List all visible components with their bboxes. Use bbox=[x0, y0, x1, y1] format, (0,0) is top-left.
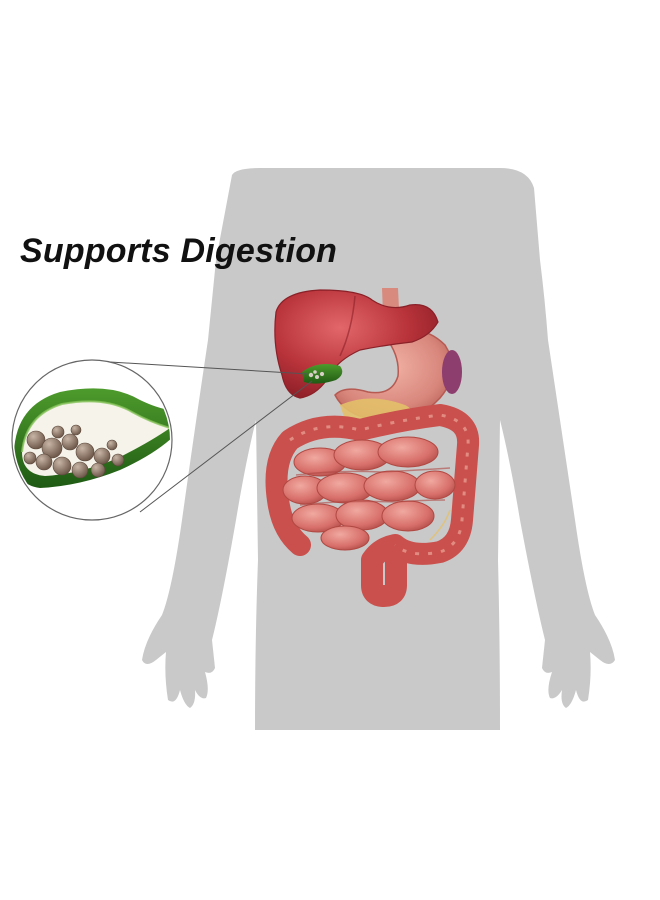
intestines-icon bbox=[265, 404, 480, 607]
gallstones-small bbox=[308, 370, 325, 379]
headline: Supports Digestion bbox=[20, 232, 338, 270]
callout-lines bbox=[109, 361, 313, 513]
gallbladder-magnifier-icon bbox=[11, 359, 173, 521]
spleen bbox=[442, 350, 462, 394]
gallstones-icon bbox=[23, 424, 125, 479]
